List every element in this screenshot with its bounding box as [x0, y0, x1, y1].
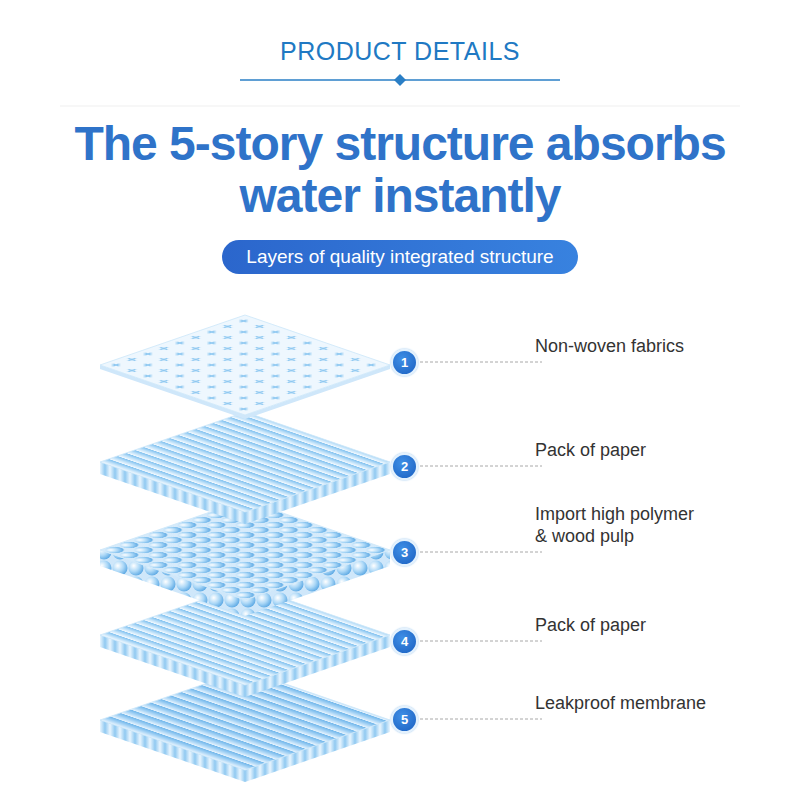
callout-digit: 1 [401, 356, 408, 370]
callout-number: 1 [391, 349, 418, 376]
header-diamond [394, 74, 406, 86]
part-label: Import high polymer & wood pulp [535, 503, 707, 547]
part-label: Non-woven fabrics [535, 335, 707, 357]
section-header: PRODUCT DETAILS [0, 36, 800, 66]
layer-surface [100, 412, 390, 512]
paper-layer [100, 412, 390, 524]
callout-digit: 4 [401, 635, 408, 649]
callout-number: 2 [391, 453, 418, 480]
callout-digit: 2 [401, 460, 408, 474]
callout-digit: 5 [401, 713, 408, 727]
callout-number: 3 [391, 539, 418, 566]
separator-line [60, 106, 740, 107]
leader-line [420, 552, 542, 553]
leader-line [420, 466, 542, 467]
callout-digit: 3 [401, 546, 408, 560]
callout-number: 5 [391, 706, 418, 733]
leader-line [420, 362, 542, 363]
leader-line [420, 719, 542, 720]
banner-text: Layers of quality integrated structure [246, 246, 553, 268]
banner-pill: Layers of quality integrated structure [222, 240, 578, 274]
part-label: Leakproof membrane [535, 692, 707, 714]
leader-line [420, 641, 542, 642]
callout-number: 4 [391, 628, 418, 655]
fabric-layer [100, 315, 390, 419]
part-label: Pack of paper [535, 614, 707, 636]
main-title: The 5-story structure absorbs water inst… [50, 118, 750, 222]
layer-surface [100, 315, 390, 415]
part-label: Pack of paper [535, 439, 707, 461]
